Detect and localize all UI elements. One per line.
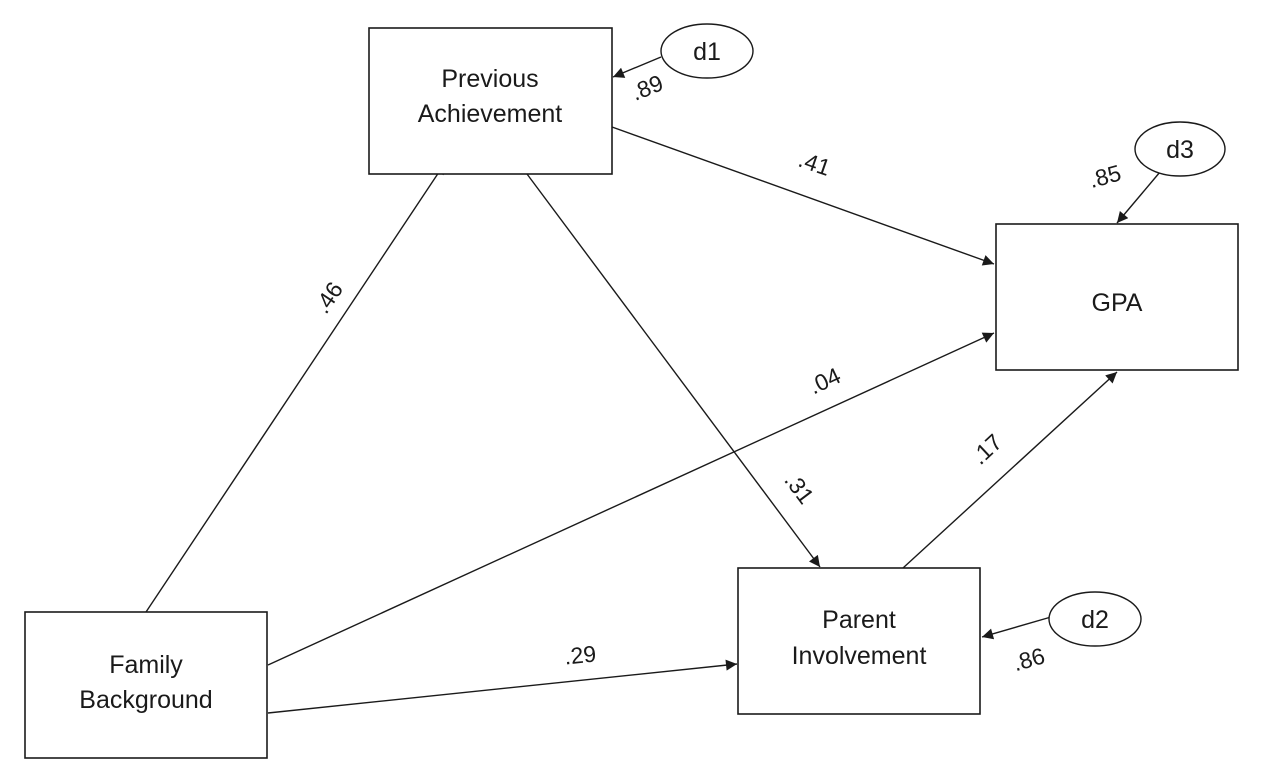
node-parent-involvement-line1: Parent xyxy=(822,606,896,634)
coef-family-to-gpa: .04 xyxy=(805,362,845,399)
disturbance-d3-label: d3 xyxy=(1166,136,1194,164)
disturbance-d1-label: d1 xyxy=(693,38,721,66)
coef-previous-to-gpa: .41 xyxy=(795,146,834,181)
path-parent-to-gpa xyxy=(902,371,1118,569)
node-parent-involvement: Parent Involvement xyxy=(737,567,981,715)
path-previous-to-gpa xyxy=(611,126,995,266)
coef-family-to-parent: .29 xyxy=(563,640,598,669)
coef-d3-to-gpa: .85 xyxy=(1086,160,1124,193)
node-family-background-line2: Background xyxy=(79,686,212,714)
node-family-background-line1: Family xyxy=(109,651,183,679)
disturbance-d2-label: d2 xyxy=(1081,606,1109,634)
disturbance-d1: d1 xyxy=(660,23,754,79)
path-family-to-parent xyxy=(267,659,738,714)
coef-previous-to-parent: .31 xyxy=(779,468,819,509)
coef-d1-to-previous: .89 xyxy=(627,70,666,106)
coef-family-to-previous: .46 xyxy=(309,277,348,318)
path-d1-to-previous xyxy=(612,56,662,78)
node-previous-achievement-line1: Previous xyxy=(441,65,538,93)
node-parent-involvement-line2: Involvement xyxy=(792,642,927,670)
coef-d2-to-parent: .86 xyxy=(1010,642,1048,676)
node-previous-achievement-line2: Achievement xyxy=(418,100,563,128)
path-d3-to-gpa xyxy=(1116,171,1161,224)
node-gpa: GPA xyxy=(995,223,1239,371)
disturbance-d2: d2 xyxy=(1048,591,1142,647)
path-family-to-gpa xyxy=(267,332,995,666)
coef-parent-to-gpa: .17 xyxy=(966,429,1007,470)
node-previous-achievement: Previous Achievement xyxy=(368,27,613,175)
node-family-background: Family Background xyxy=(24,611,268,759)
node-gpa-label: GPA xyxy=(1092,289,1143,317)
disturbance-d3: d3 xyxy=(1134,121,1226,177)
path-family-to-previous xyxy=(145,162,446,613)
path-d2-to-parent xyxy=(981,616,1052,640)
path-previous-to-parent xyxy=(526,173,821,568)
